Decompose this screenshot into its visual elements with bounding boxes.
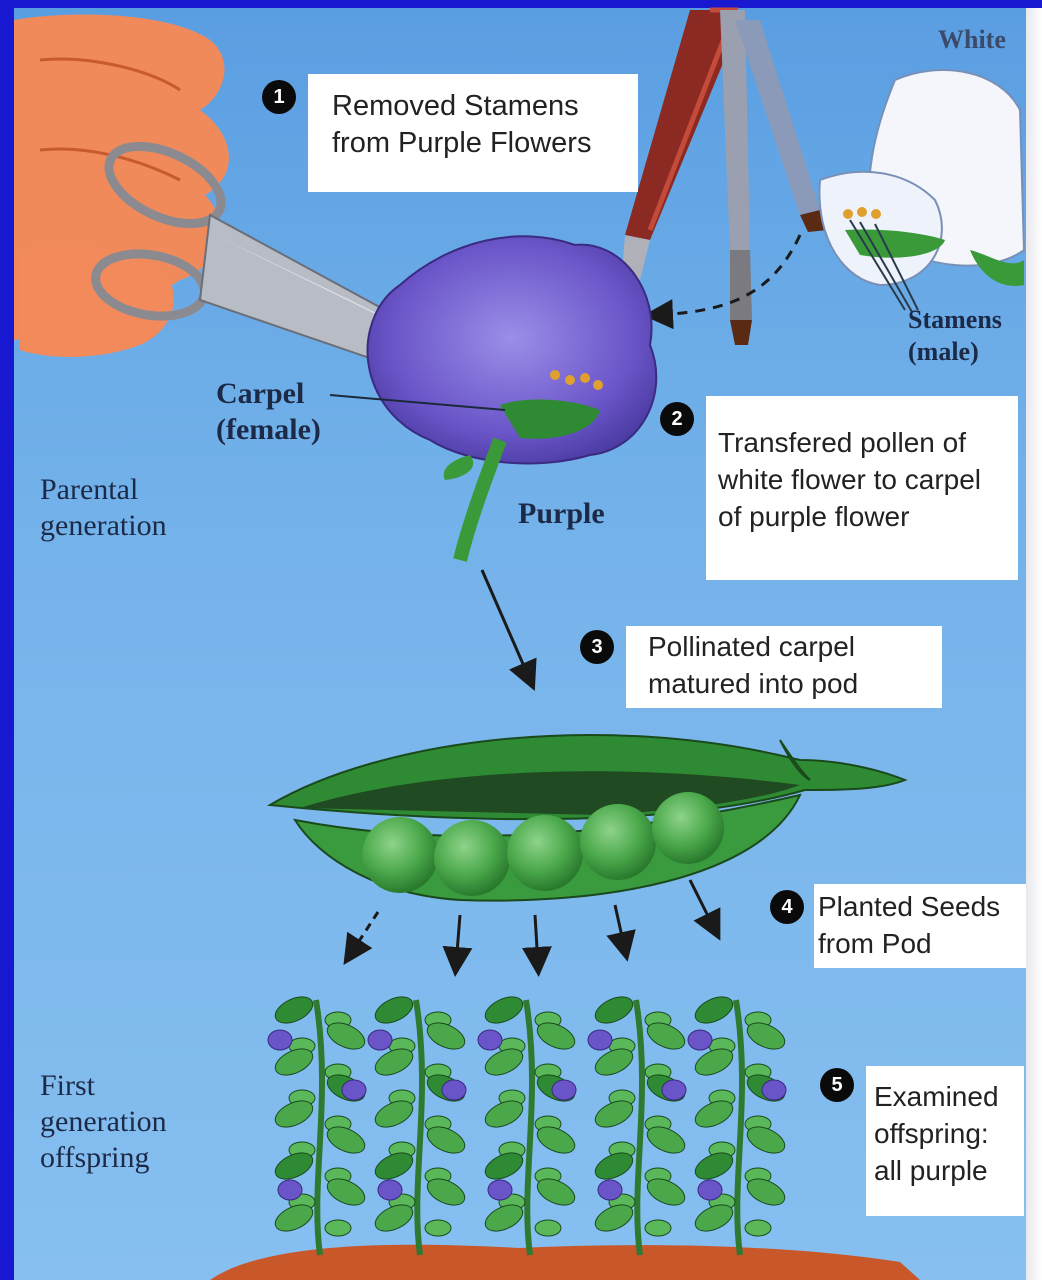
step-1-line-2: from Purple Flowers [332,125,638,162]
purple-flower-icon [330,236,656,560]
pea-pod-icon [270,735,905,901]
carpel-label-line-1: Carpel [216,376,321,412]
step-5-line-1: Examined [874,1078,1024,1115]
step-2-line-1: Transfered pollen of [718,424,1018,461]
step-1-line-1: Removed Stamens [332,88,638,125]
carpel-label-line-2: (female) [216,412,321,448]
plant-2 [368,992,469,1255]
stamens-label-line-1: Stamens [908,304,1002,336]
plant-icon [268,992,789,1255]
plant-5 [688,992,789,1255]
step-2-callout: Transfered pollen of white flower to car… [706,396,1018,580]
transfer-arrow [655,235,800,315]
step-2-line-3: of purple flower [718,498,1018,535]
offspring-label-line-1: First [40,1068,167,1104]
step-1-callout: Removed Stamens from Purple Flowers [308,74,638,192]
plant-1 [268,992,369,1255]
step-2-line-2: white flower to carpel [718,461,1018,498]
parental-label-line-1: Parental [40,472,167,508]
step-3-callout: Pollinated carpel matured into pod [626,626,942,708]
step-3-line-1: Pollinated carpel [648,628,942,665]
parental-label-line-2: generation [40,508,167,544]
step-5-line-3: all purple [874,1152,1024,1189]
step-4-badge: 4 [770,890,804,924]
step-5-callout: Examined offspring: all purple [866,1066,1024,1216]
step-3-badge: 3 [580,630,614,664]
parental-generation-label: Parental generation [40,472,167,544]
purple-label: Purple [518,496,605,532]
step-1-badge: 1 [262,80,296,114]
first-generation-label: First generation offspring [40,1068,167,1176]
plant-4 [588,992,689,1255]
offspring-label-line-2: generation [40,1104,167,1140]
step-4-line-1: Planted Seeds [818,888,1026,925]
flower-to-pod-arrow [482,570,530,680]
plant-3 [478,992,579,1255]
step-2-badge: 2 [660,402,694,436]
white-label: White [938,22,1006,58]
step-5-line-2: offspring: [874,1115,1024,1152]
step-3-line-2: matured into pod [648,665,942,702]
offspring-label-line-3: offspring [40,1140,167,1176]
stamens-label-line-2: (male) [908,336,1002,368]
white-flower-icon [819,70,1024,312]
step-5-badge: 5 [820,1068,854,1102]
step-4-callout: Planted Seeds from Pod [814,884,1026,968]
stamens-label: Stamens (male) [908,304,1002,368]
carpel-label: Carpel (female) [216,376,321,448]
step-4-line-2: from Pod [818,925,1026,962]
